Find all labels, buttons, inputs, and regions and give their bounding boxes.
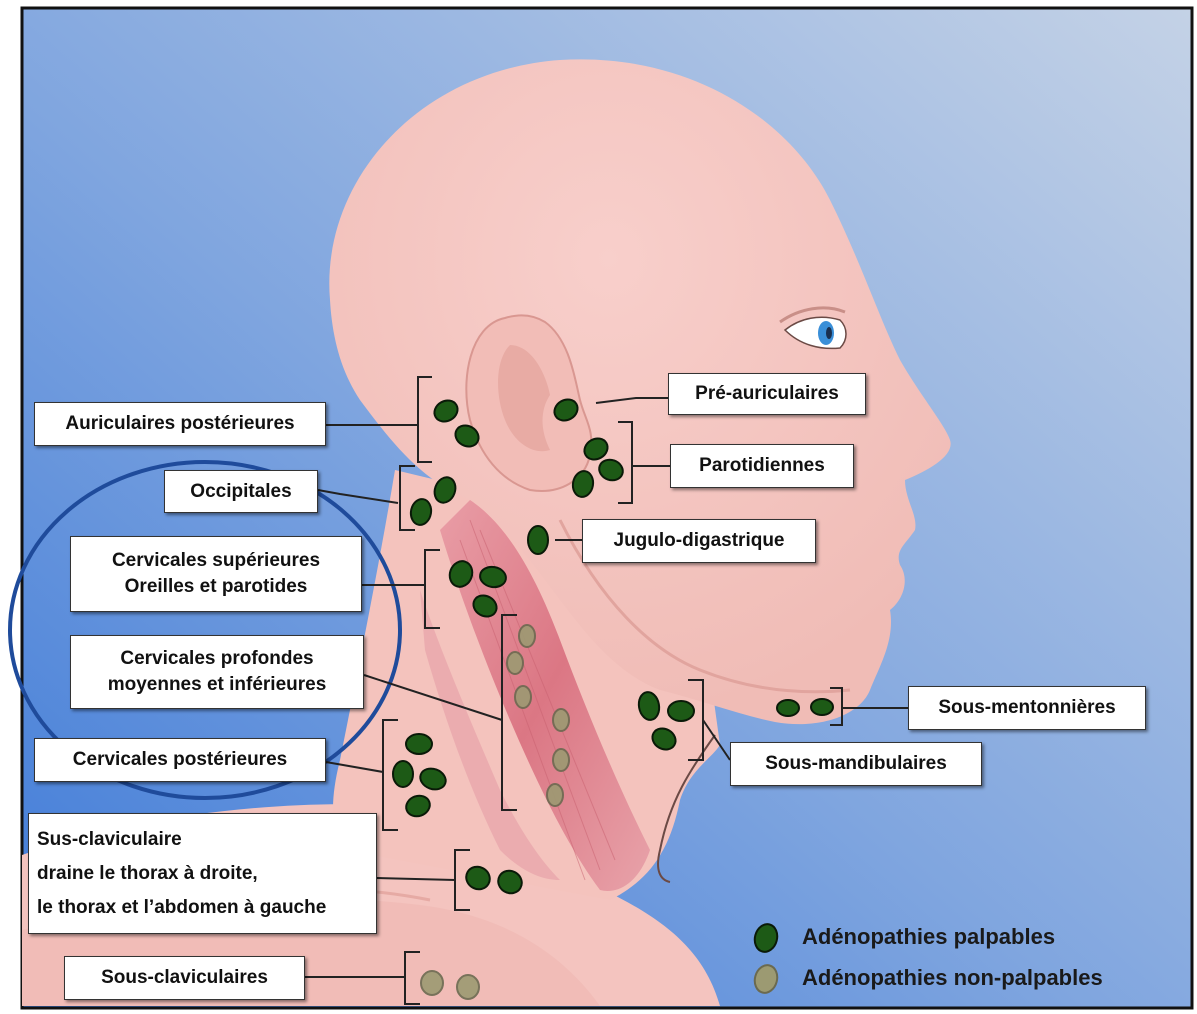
label-auriculaires-posterieures: Auriculaires postérieures bbox=[34, 402, 326, 446]
node-non-palpable bbox=[553, 749, 569, 771]
label-sus-claviculaire: Sus-claviculaire draine le thorax à droi… bbox=[28, 813, 377, 934]
label-cervicales-profondes: Cervicales profondes moyennes et inférie… bbox=[70, 635, 364, 709]
legend-palpable: Adénopathies palpables bbox=[802, 924, 1055, 950]
node-palpable bbox=[528, 526, 548, 554]
label-occipitales: Occipitales bbox=[164, 470, 318, 513]
label-sous-mentonnieres: Sous-mentonnières bbox=[908, 686, 1146, 730]
node-palpable bbox=[406, 734, 432, 754]
node-palpable bbox=[811, 699, 833, 715]
node-non-palpable bbox=[457, 975, 479, 999]
node-non-palpable bbox=[507, 652, 523, 674]
label-parotidiennes: Parotidiennes bbox=[670, 444, 854, 488]
node-non-palpable bbox=[421, 971, 443, 995]
label-sous-mandibulaires: Sous-mandibulaires bbox=[730, 742, 982, 786]
node-palpable bbox=[393, 761, 413, 787]
node-non-palpable bbox=[519, 625, 535, 647]
node-palpable bbox=[668, 701, 694, 721]
pupil bbox=[826, 327, 832, 339]
node-non-palpable bbox=[553, 709, 569, 731]
label-cervicales-superieures: Cervicales supérieures Oreilles et parot… bbox=[70, 536, 362, 612]
node-palpable bbox=[777, 700, 799, 716]
label-sous-claviculaires: Sous-claviculaires bbox=[64, 956, 305, 1000]
node-non-palpable bbox=[547, 784, 563, 806]
node-non-palpable bbox=[515, 686, 531, 708]
label-jugulo-digastrique: Jugulo-digastrique bbox=[582, 519, 816, 563]
label-pre-auriculaires: Pré-auriculaires bbox=[668, 373, 866, 415]
label-cervicales-posterieures: Cervicales postérieures bbox=[34, 738, 326, 782]
legend-non-palpable: Adénopathies non-palpables bbox=[802, 965, 1103, 991]
